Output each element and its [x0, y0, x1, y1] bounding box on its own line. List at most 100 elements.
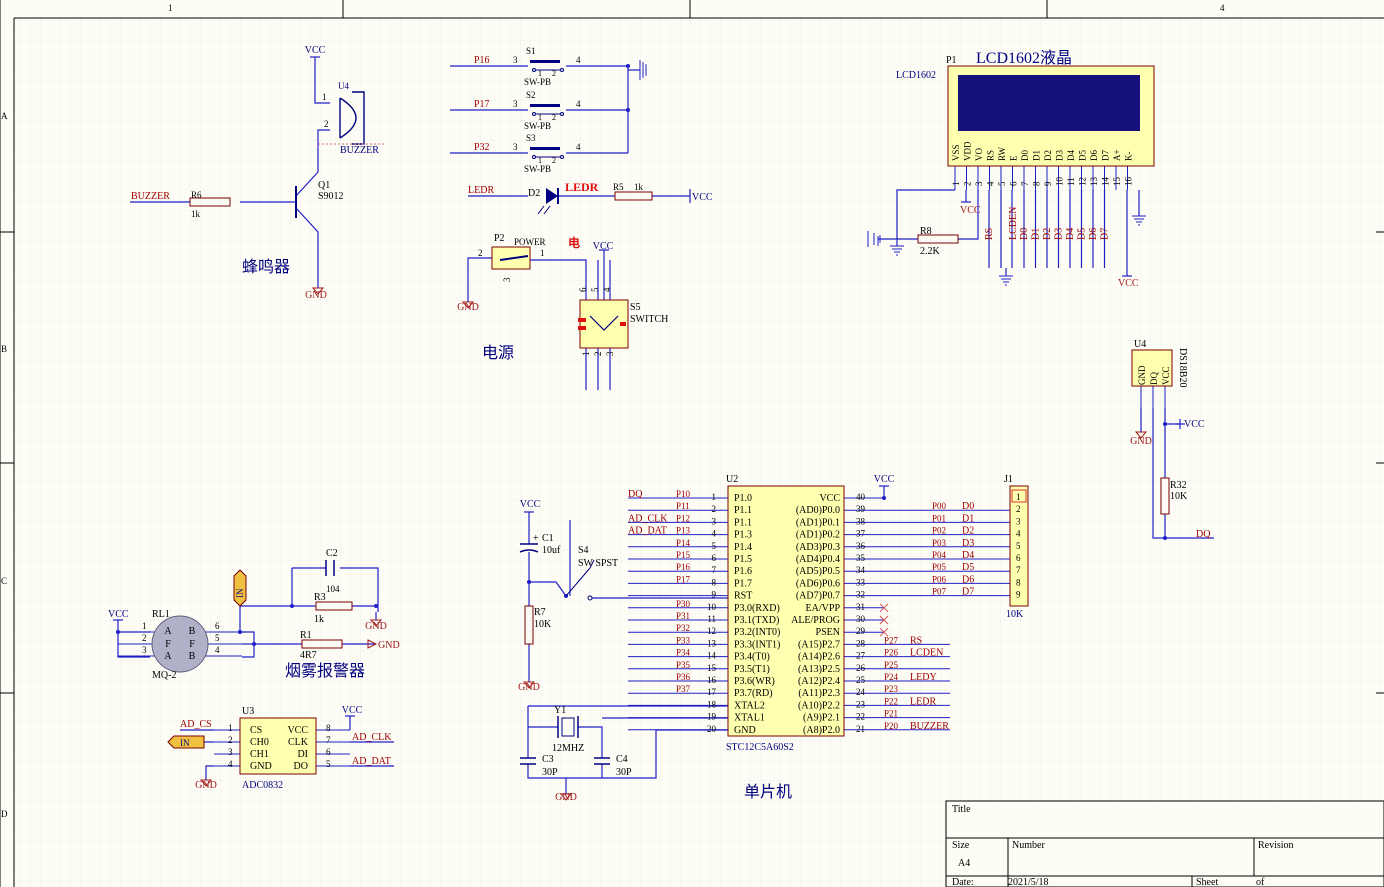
wire [340, 567, 379, 612]
junction [1163, 536, 1167, 540]
port-label: P14 [676, 538, 691, 548]
net-label: DQ [628, 489, 643, 500]
pin-num: 27 [856, 651, 866, 661]
button-contact [532, 155, 536, 159]
pin-num: 3 [513, 142, 518, 152]
title-block-size: Size [952, 840, 970, 851]
pin-num: 13 [707, 638, 717, 648]
lcd-pin-name: D2 [1043, 150, 1053, 161]
pin-num: 6 [1009, 181, 1019, 186]
part-label: SW-PB [524, 164, 551, 174]
pin-num: 9 [1043, 181, 1053, 186]
pin-num: 5 [590, 287, 600, 292]
pin-num: 6 [578, 287, 588, 292]
port-label: P06 [932, 574, 947, 584]
lcd-pin-name: D5 [1078, 150, 1088, 161]
button-actuator [530, 147, 560, 150]
switch-contact [587, 595, 593, 601]
led-rays [537, 205, 551, 215]
mq2-pin-letter: B [189, 651, 196, 662]
mq2-pin-letter: A [164, 626, 172, 637]
mcu-pin-name: P3.3(INT1) [734, 639, 780, 650]
vcc-label: VCC [342, 705, 363, 716]
lcd-pin-name: VO [974, 148, 984, 161]
pin-num: 2 [712, 504, 717, 514]
ds-pin-name: GND [1137, 365, 1147, 385]
lcd-pin-name: A+ [1112, 149, 1122, 161]
pin-num: 6 [1016, 553, 1021, 563]
part-label: S9012 [318, 191, 344, 202]
mcu-pin-name: (AD5)P0.5 [796, 566, 840, 577]
pin-num: 16 [707, 675, 717, 685]
ref-label: S5 [630, 302, 641, 313]
j1-body [1009, 485, 1029, 607]
port-label: P15 [676, 550, 691, 560]
gnd-symbol [1134, 431, 1148, 439]
port-label: P12 [676, 513, 690, 523]
net-label: D0 [962, 501, 974, 512]
net-label: D4 [1065, 228, 1076, 240]
port-label: P33 [676, 635, 691, 645]
wire [295, 207, 319, 280]
pin-num: 3 [605, 351, 615, 356]
mcu-body [727, 485, 845, 737]
net-label: D3 [962, 538, 974, 549]
section-title: 单片机 [744, 783, 792, 801]
crystal [561, 717, 575, 737]
mcu-pin-name: P1.7 [734, 578, 752, 589]
mcu-pin-name: (AD6)P0.6 [796, 578, 840, 589]
switch-marker [578, 326, 586, 330]
port-label: P22 [884, 696, 898, 706]
gnd-symbol [369, 619, 383, 627]
port-label: P00 [932, 501, 947, 511]
gnd-label: GND [305, 290, 327, 301]
wires [116, 57, 1214, 794]
pin-num: 1 [322, 92, 327, 102]
pin-num: 16 [1124, 177, 1134, 187]
pin-num: 6 [326, 747, 331, 757]
mcu-pin-name: P3.2(INT0) [734, 627, 780, 638]
port-label: P02 [932, 526, 946, 536]
pin-num: 38 [856, 516, 866, 526]
ref-label: R3 [314, 592, 326, 603]
ref-label: C3 [542, 754, 554, 765]
ref-label: C1 [542, 533, 554, 544]
ref-label: P2 [494, 233, 505, 244]
net-label: AD_CS [180, 719, 212, 730]
mcu-pin-name: (AD4)P0.4 [796, 554, 840, 565]
wire [467, 257, 492, 294]
net-label: D0 [1019, 228, 1030, 240]
ref-label: R1 [300, 630, 312, 641]
wire [242, 644, 255, 658]
port-label: P32 [676, 623, 690, 633]
lcd-title: LCD1602液晶 [976, 49, 1072, 67]
part-label: SW-PB [524, 121, 551, 131]
border-row-label: D [1, 809, 8, 819]
pin-num: 6 [215, 621, 220, 631]
pin-num: 2 [1016, 504, 1021, 514]
pin-num: 12 [707, 626, 716, 636]
port-label: P03 [932, 538, 947, 548]
port-label: P37 [676, 684, 691, 694]
part-label: SW-PB [524, 77, 551, 87]
ref-label: J1 [1004, 474, 1013, 485]
net-label: AD_DAT [628, 526, 667, 537]
no-connect [879, 603, 889, 613]
net-label: D1 [1031, 228, 1042, 240]
gnd-label: GND [457, 302, 479, 313]
pin-num: 26 [856, 663, 866, 673]
ref-label: R5 [613, 182, 624, 192]
pin-num: 3 [513, 99, 518, 109]
pin-num: 4 [1016, 529, 1021, 539]
mcu-pin-name: (AD1)P0.2 [796, 530, 840, 541]
junction [626, 108, 630, 112]
part-label: SWITCH [630, 314, 668, 325]
port-label: P11 [676, 501, 690, 511]
net-label: RS [910, 635, 922, 646]
junction [238, 630, 242, 634]
gnd-symbol [522, 681, 536, 689]
input-port [167, 735, 205, 749]
led-label: LEDR [565, 180, 599, 194]
port-label: P20 [884, 721, 899, 731]
ref-label: U4 [338, 81, 349, 91]
